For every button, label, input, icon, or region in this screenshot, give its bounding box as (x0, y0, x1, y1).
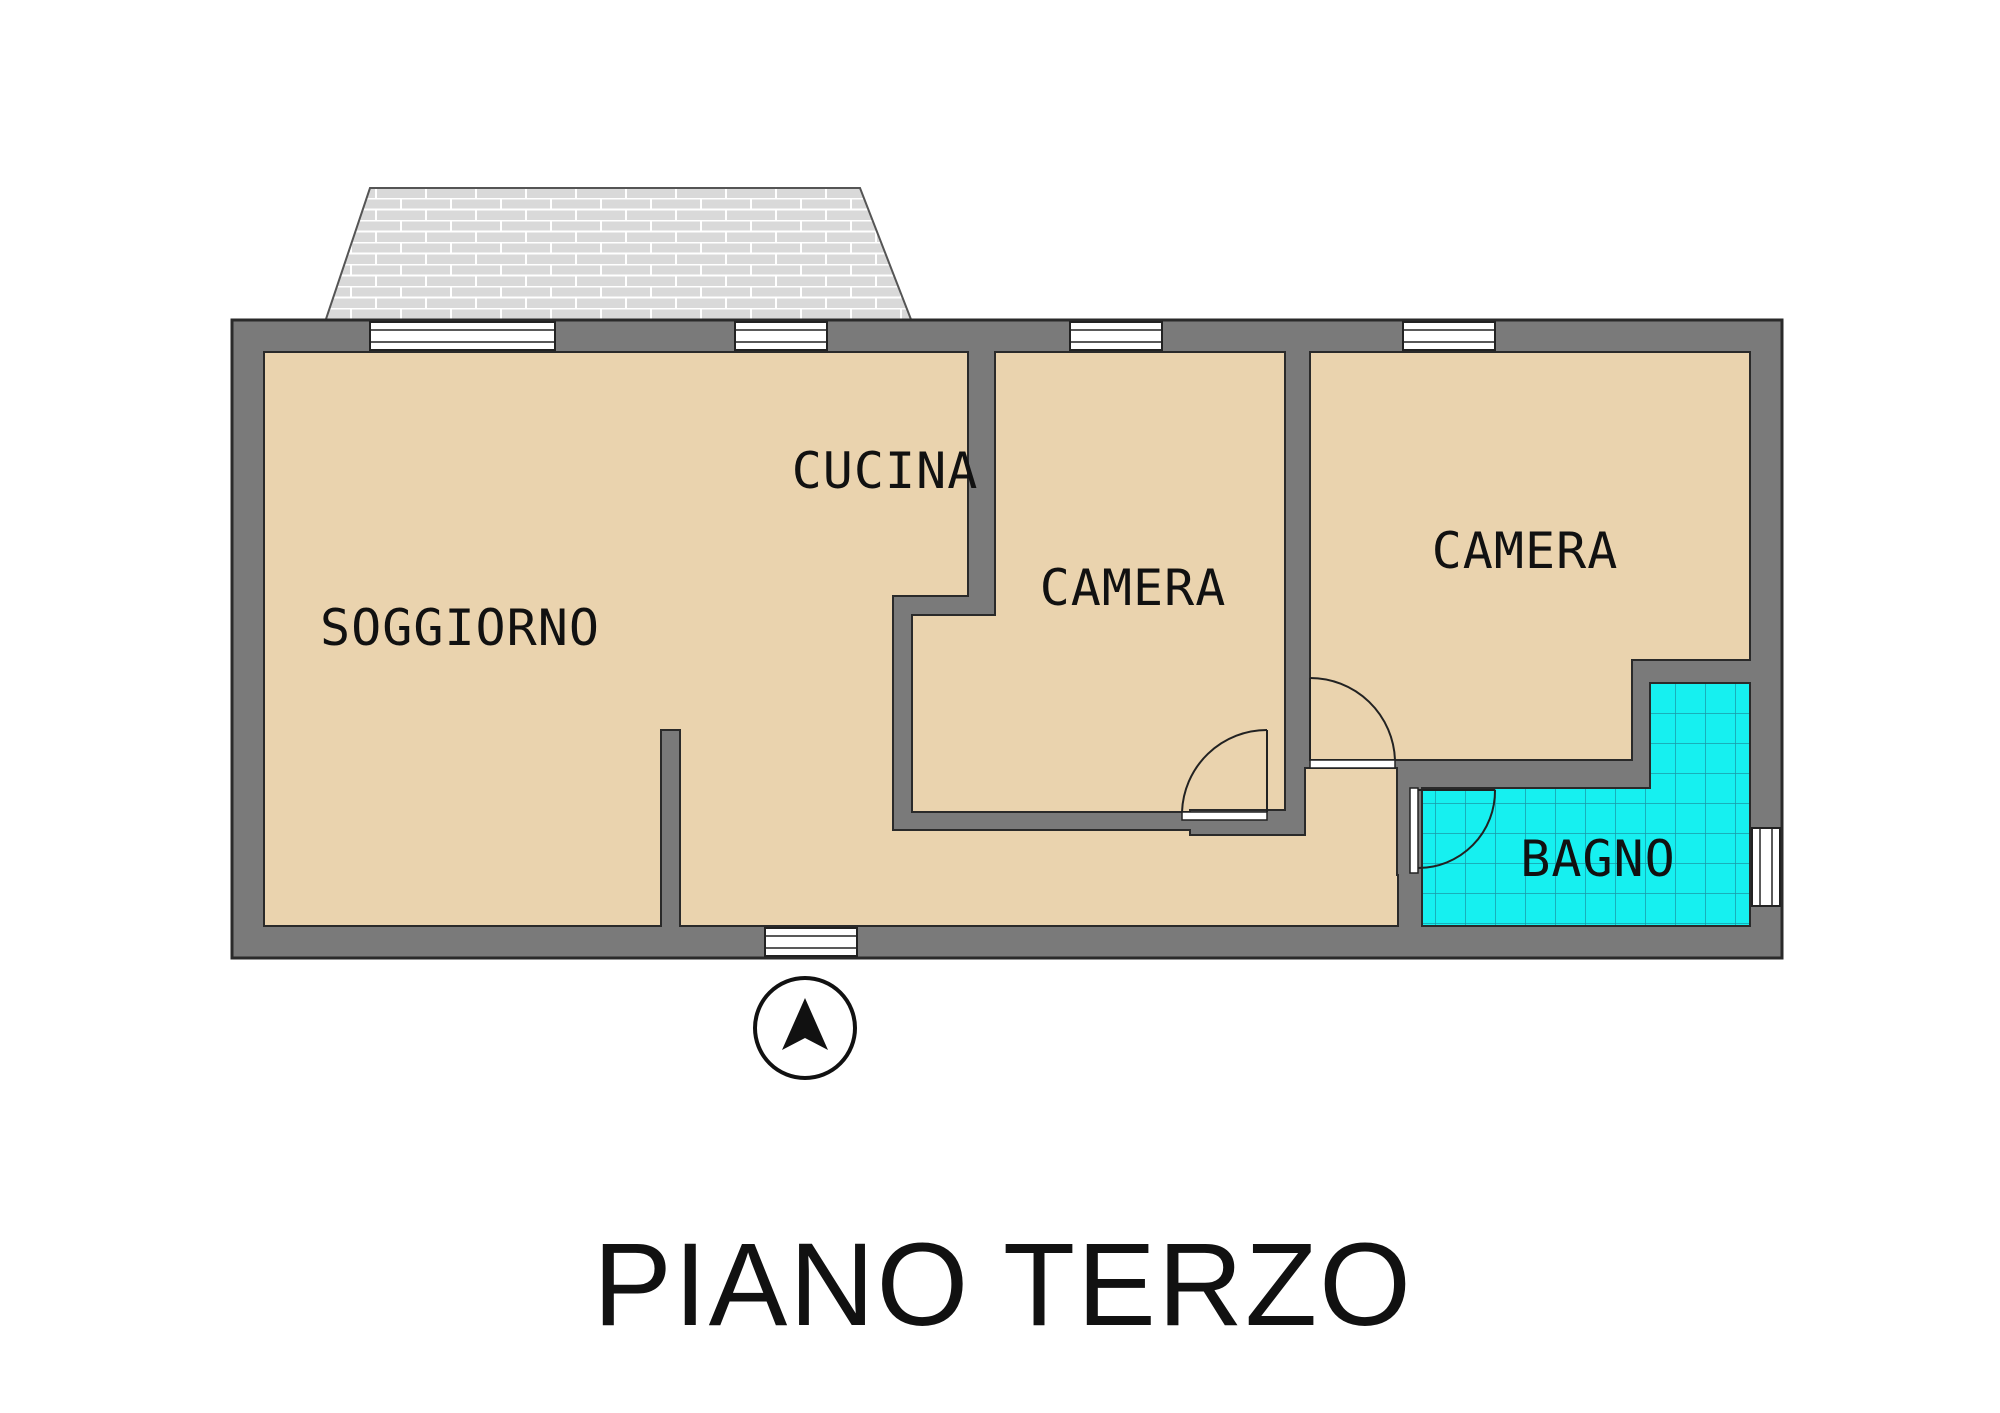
plan-title: PIANO TERZO (593, 1219, 1413, 1351)
room-label-camera-2: CAMERA (1432, 522, 1619, 580)
door-bagno (1409, 787, 1497, 874)
room-label-bagno: BAGNO (1520, 830, 1676, 888)
door-camera-2 (1309, 677, 1396, 769)
window-soggiorno-1 (369, 321, 556, 351)
window-soggiorno-south (764, 927, 858, 957)
bagno-floor (1421, 682, 1751, 927)
window-camera-1 (1069, 321, 1163, 351)
window-cucina (734, 321, 828, 351)
window-camera-2 (1402, 321, 1496, 351)
window-bagno (1751, 827, 1781, 907)
balcony (323, 187, 914, 323)
room-label-cucina: CUCINA (792, 442, 979, 500)
room-label-soggiorno: SOGGIORNO (320, 599, 600, 657)
room-label-camera-1: CAMERA (1040, 559, 1227, 617)
soggiorno-cucina-floor (263, 351, 1399, 927)
door-camera-1 (1181, 729, 1268, 821)
north-arrow-icon (753, 976, 857, 1080)
